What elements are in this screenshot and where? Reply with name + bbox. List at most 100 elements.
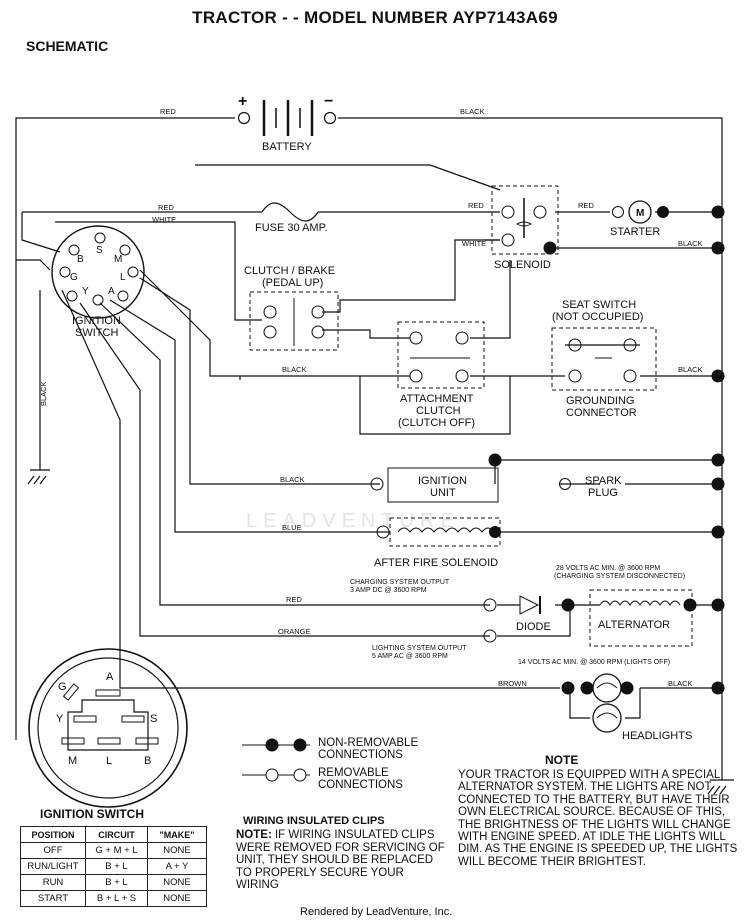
- label-black-ignition: BLACK: [280, 475, 305, 484]
- spark-plug-label-1: SPARK: [585, 475, 622, 487]
- attachment-label-1: ATTACHMENT: [400, 393, 474, 405]
- table-row: OFF G + M + L NONE: [20, 842, 207, 859]
- grounding-label-1: GROUNDING: [566, 395, 634, 407]
- clutch-brake-switch-icon: [249, 291, 339, 351]
- table-cell: RUN/LIGHT: [20, 858, 86, 875]
- switch-face-icon: [28, 648, 188, 808]
- wire-solenoid-clutch: [322, 239, 500, 313]
- table-header: CIRCUIT: [85, 826, 148, 843]
- diode-label: DIODE: [516, 621, 551, 633]
- legend-non-removable: NON-REMOVABLE CONNECTIONS: [318, 737, 418, 761]
- wire-red-charging: [99, 302, 722, 606]
- legend-non-removable-1: NON-REMOVABLE: [318, 737, 419, 749]
- table-cell: NONE: [147, 874, 207, 891]
- legend-removable-1: REMOVABLE: [318, 767, 389, 779]
- lighting-label-2: 5 AMP AC @ 3600 RPM: [372, 653, 448, 660]
- alternator-icon: [589, 589, 697, 647]
- ignition-unit-icon: [370, 453, 571, 503]
- label-red-top: RED: [160, 107, 176, 116]
- ground-symbol-left: [27, 469, 50, 485]
- wire-headlight-parallel: [569, 688, 641, 719]
- wire-battery-solenoid: [195, 164, 501, 191]
- wiring-clips-title: WIRING INSULATED CLIPS: [243, 815, 385, 827]
- table-header-row: POSITION CIRCUIT "MAKE": [20, 826, 207, 843]
- seat-switch-label-1: SEAT SWITCH: [562, 299, 636, 311]
- attachment-clutch-icon: [397, 321, 485, 389]
- label-white-fuse: WHITE: [152, 215, 176, 224]
- attachment-label-3: (CLUTCH OFF): [398, 417, 475, 429]
- starter-label: STARTER: [610, 226, 660, 238]
- terminal-a: A: [108, 286, 115, 297]
- battery-plus: +: [238, 93, 247, 110]
- wire-brown-headlights: [61, 289, 722, 689]
- terminal-y: Y: [82, 286, 89, 297]
- legend-removable-2: CONNECTIONS: [318, 779, 403, 791]
- battery-label: BATTERY: [262, 141, 312, 153]
- note-title: NOTE: [545, 753, 579, 767]
- battery-icon: [237, 100, 337, 136]
- schematic-subtitle: SCHEMATIC: [26, 38, 109, 54]
- wire-black-ground-bus: [338, 117, 723, 780]
- table-cell: B + L: [85, 858, 148, 875]
- clutch-brake-label-1: CLUTCH / BRAKE: [244, 265, 335, 277]
- ignition-switch-label-1: IGNITION: [72, 315, 121, 327]
- switch-face-b: B: [144, 755, 151, 767]
- label-black-left: BLACK: [39, 381, 48, 406]
- seat-switch-label-2: (NOT OCCUPIED): [552, 311, 643, 323]
- wiring-clips-note-body: IF WIRING INSULATED CLIPS WERE REMOVED F…: [236, 829, 445, 891]
- charging-label-2: 3 AMP DC @ 3600 RPM: [350, 587, 427, 594]
- legend-removable: REMOVABLE CONNECTIONS: [318, 767, 403, 791]
- lights-volts-label: 14 VOLTS AC MIN. @ 3600 RPM (LIGHTS OFF): [518, 659, 670, 666]
- battery-minus: −: [324, 93, 333, 110]
- label-blue: BLUE: [282, 523, 302, 532]
- wires: [15, 117, 734, 795]
- legend-non-removable-2: CONNECTIONS: [318, 749, 403, 761]
- wire-red-drop: [21, 212, 61, 253]
- label-red-fuse: RED: [158, 203, 174, 212]
- label-black-headlights: BLACK: [668, 679, 693, 688]
- table-cell: G + M + L: [85, 842, 148, 859]
- terminal-l: L: [120, 272, 126, 283]
- table-cell: B + L: [85, 874, 148, 891]
- terminal-g: G: [70, 272, 78, 283]
- wire-ignition-ground: [494, 459, 722, 485]
- wire-attach-ground: [239, 376, 511, 435]
- note-body: YOUR TRACTOR IS EQUIPPED WITH A SPECIAL …: [458, 769, 738, 868]
- table-cell: NONE: [147, 842, 207, 859]
- table-cell: OFF: [20, 842, 86, 859]
- alt-volts-label-2: (CHARGING SYSTEM DISCONNECTED): [554, 573, 685, 580]
- label-black-solenoid: BLACK: [678, 239, 703, 248]
- wire-blue: [109, 299, 722, 533]
- wire-clutch-attach: [322, 329, 410, 339]
- label-red-starter: RED: [578, 201, 594, 210]
- switch-face-a: A: [106, 671, 114, 683]
- ignition-switch-table: POSITION CIRCUIT "MAKE" OFF G + M + L NO…: [20, 826, 207, 907]
- headlights-icon: [561, 673, 634, 733]
- wire-white-clutch: [55, 221, 262, 321]
- bus-connection-dots: [489, 205, 725, 695]
- table-cell: RUN: [20, 874, 86, 891]
- table-row: RUN B + L NONE: [20, 874, 207, 891]
- seat-switch-icon: [551, 327, 657, 391]
- fuse-label: FUSE 30 AMP.: [255, 222, 328, 234]
- label-black-mid: BLACK: [282, 365, 307, 374]
- wire-black-switch: [139, 269, 410, 377]
- wire-attach-up: [470, 260, 511, 339]
- switch-face-l: L: [106, 755, 112, 767]
- grounding-label-2: CONNECTOR: [566, 407, 637, 419]
- terminal-s: S: [96, 245, 103, 256]
- table-cell: NONE: [147, 890, 207, 907]
- wire-red-battery: [15, 117, 235, 740]
- switch-face-y: Y: [56, 713, 64, 725]
- label-white-solenoid: WHITE: [462, 239, 486, 248]
- label-red-solenoid: RED: [468, 201, 484, 210]
- footer-credit: Rendered by LeadVenture, Inc.: [300, 906, 453, 918]
- charging-label-1: CHARGING SYSTEM OUTPUT: [350, 579, 450, 586]
- alternator-label: ALTERNATOR: [598, 619, 670, 631]
- attachment-label-2: CLUTCH: [416, 405, 461, 417]
- label-black-top: BLACK: [460, 107, 485, 116]
- table-cell: A + Y: [147, 858, 207, 875]
- solenoid-icon: [491, 185, 559, 255]
- wire-orange-lighting: [79, 302, 571, 637]
- terminal-b: B: [77, 254, 84, 265]
